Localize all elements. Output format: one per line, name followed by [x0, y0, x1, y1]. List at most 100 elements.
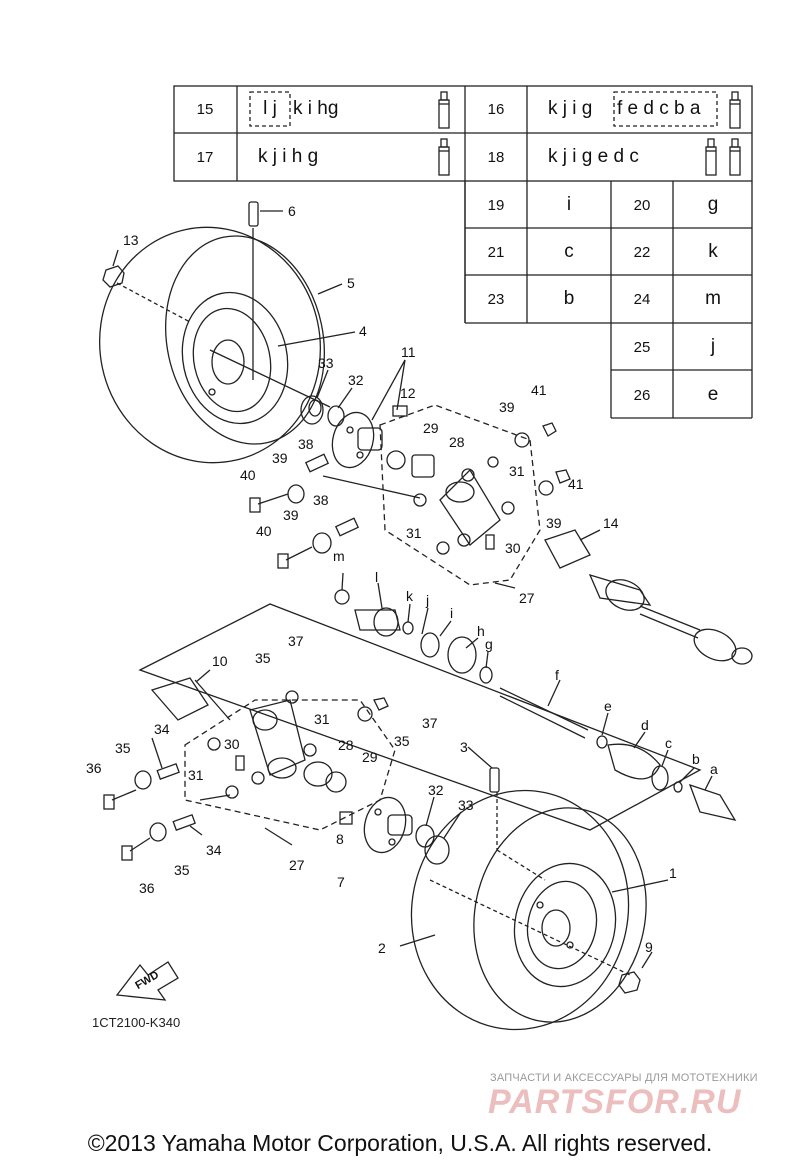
callout-letter: f	[555, 667, 559, 683]
knuckle-box-upper	[379, 404, 541, 586]
lube-ref-26: 26	[634, 387, 651, 404]
callout: 40	[240, 467, 256, 483]
lube-table	[173, 85, 753, 419]
callout: 39	[272, 450, 288, 466]
lube-codes-17: k j i h g	[258, 146, 318, 167]
watermark-tagline: ЗАПЧАСТИ И АКСЕССУАРЫ ДЛЯ МОТОТЕХНИКИ	[490, 1072, 758, 1084]
callout: 36	[139, 880, 155, 896]
callout: 12	[400, 385, 416, 401]
callout: 32	[348, 372, 364, 388]
lube-code-26: e	[708, 384, 719, 405]
callout: 3	[460, 739, 468, 755]
callout: 36	[86, 760, 102, 776]
grease-tube-icon	[705, 138, 717, 176]
tire-lower	[410, 789, 647, 1031]
lube-ref-21: 21	[488, 244, 505, 261]
watermark-brand: PARTSFOR.RU	[488, 1083, 742, 1121]
callout: 31	[406, 525, 422, 541]
callout: 29	[423, 420, 439, 436]
lube-ref-17: 17	[197, 149, 214, 166]
knuckle-box-lower	[184, 699, 396, 831]
lube-code-22: k	[708, 241, 718, 262]
lube-codes-15: k i hg	[293, 98, 338, 119]
tire-upper	[98, 226, 326, 464]
lube-ref-20: 20	[634, 197, 651, 214]
knuckle-upper	[386, 422, 571, 555]
callout-letter: i	[450, 605, 453, 621]
grease-tube-icon	[438, 91, 450, 129]
callout: 31	[314, 711, 330, 727]
callout-letter: h	[477, 623, 485, 639]
callout: 9	[645, 939, 653, 955]
callout: 30	[505, 540, 521, 556]
callout: 30	[224, 736, 240, 752]
callout: 41	[531, 382, 547, 398]
valve-stem	[248, 201, 283, 227]
lube-ref-16: 16	[488, 101, 505, 118]
callout: 10	[212, 653, 228, 669]
bolt-and-washers-lower	[103, 737, 231, 861]
callout: 6	[288, 203, 296, 219]
lube-code-24: m	[705, 288, 721, 309]
axle-shaft-lower	[499, 679, 737, 821]
callout: 27	[519, 590, 535, 606]
callout: 37	[422, 715, 438, 731]
callout: 39	[283, 507, 299, 523]
lube-codes-16: k j i g	[548, 98, 592, 119]
grease-tube-icon	[729, 91, 741, 129]
grease-tube-icon	[438, 138, 450, 176]
lube-ref-24: 24	[634, 291, 651, 308]
callout: 29	[362, 749, 378, 765]
lube-ref-15: 15	[197, 101, 214, 118]
lube-ref-22: 22	[634, 244, 651, 261]
fwd-arrow-icon	[115, 961, 179, 1001]
callout: 39	[546, 515, 562, 531]
callout: 33	[458, 797, 474, 813]
callout: 37	[288, 633, 304, 649]
callout-letter: e	[604, 698, 612, 714]
callout-letter: b	[692, 751, 700, 767]
lube-code-25: j	[710, 336, 715, 357]
lube-code-20: g	[708, 194, 719, 215]
callout: 31	[509, 463, 525, 479]
axle-shaft-upper	[544, 529, 753, 665]
callout: 34	[206, 842, 222, 858]
callout: 28	[449, 434, 465, 450]
copyright-notice: ©2013 Yamaha Motor Corporation, U.S.A. A…	[87, 1130, 713, 1156]
callout: 35	[255, 650, 271, 666]
lube-ref-23: 23	[488, 291, 505, 308]
lube-ref-19: 19	[488, 197, 505, 214]
knuckle-lower	[194, 679, 389, 799]
hub-lower	[339, 796, 462, 865]
callout: 13	[123, 232, 139, 248]
callout: 41	[568, 476, 584, 492]
callout: 8	[336, 831, 344, 847]
lube-ref-25: 25	[634, 339, 651, 356]
cv-boot-set	[334, 572, 493, 684]
callout-letter: k	[406, 588, 414, 604]
callout: 35	[174, 862, 190, 878]
wheel-nut	[102, 249, 125, 288]
lube-code-19: i	[567, 194, 571, 215]
callout-letter: d	[641, 717, 649, 733]
callout: 5	[347, 275, 355, 291]
axle-outline	[138, 603, 702, 831]
callout-letter: l	[375, 569, 378, 585]
callout: 4	[359, 323, 367, 339]
diagram-code: 1CT2100-K340	[92, 1015, 181, 1030]
lube-boxed-16: f e d c b a	[617, 98, 701, 119]
callout: 39	[499, 399, 515, 415]
callout: 7	[337, 874, 345, 890]
grease-tube-icon	[729, 138, 741, 176]
callout-letter: j	[425, 592, 429, 608]
callout: 31	[188, 767, 204, 783]
cv-joint-lower	[150, 669, 211, 721]
lube-code-21: c	[564, 241, 574, 262]
hub-upper	[300, 359, 408, 469]
callout: 40	[256, 523, 272, 539]
callout: 14	[603, 515, 619, 531]
callout-letter: c	[665, 735, 672, 751]
lube-code-23: b	[564, 288, 575, 309]
callout: 28	[338, 737, 354, 753]
